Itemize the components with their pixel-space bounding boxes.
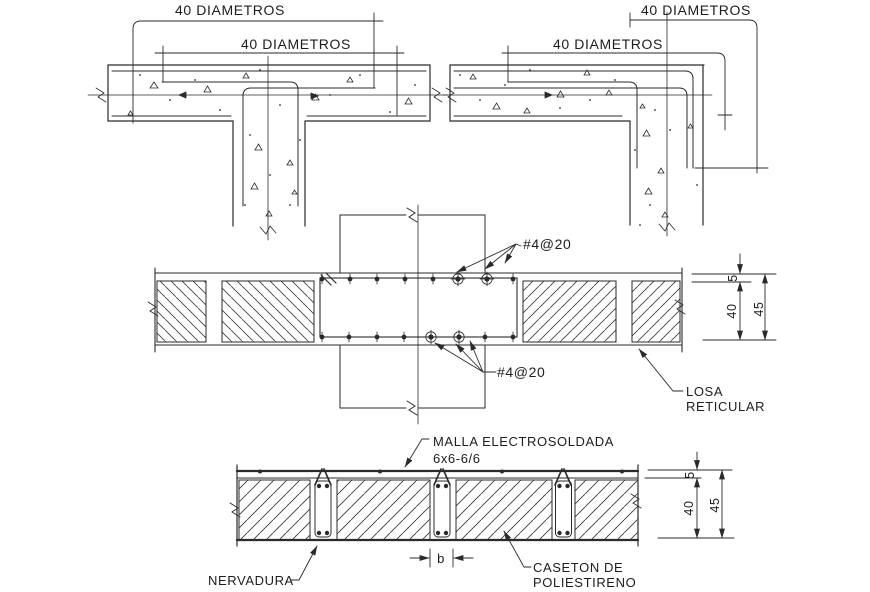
dim-label-outer: 40 DIAMETROS bbox=[175, 2, 285, 18]
dim-topping: 5 bbox=[726, 274, 740, 282]
rib-label: NERVADURA bbox=[208, 573, 294, 588]
dimension-40-diametros-outer bbox=[629, 12, 769, 174]
beam-band-hook-ticks bbox=[320, 272, 337, 286]
detail-waffle-section: #4@20 #4@20 LOSA RETICULAR 5 40 45 bbox=[147, 204, 777, 425]
dimension-depths: 5 40 45 bbox=[691, 253, 777, 341]
dimension-40-diametros-inner bbox=[501, 45, 733, 131]
beam-band-outline bbox=[319, 277, 518, 338]
dim-topping: 5 bbox=[683, 471, 697, 479]
centerlines bbox=[442, 11, 713, 237]
rebar bbox=[453, 70, 694, 169]
rib-stirrups bbox=[314, 468, 572, 538]
column-outline bbox=[232, 120, 306, 227]
dim-label-inner: 40 DIAMETROS bbox=[553, 36, 663, 52]
dimension-40-diametros-inner bbox=[154, 45, 405, 116]
detail-t-joint: 40 DIAMETROS 40 DIAMETROS bbox=[87, 2, 449, 241]
dim-rib-depth: 40 bbox=[725, 303, 739, 318]
upper-column bbox=[339, 207, 486, 274]
leader-top-bars bbox=[456, 243, 522, 273]
dim-total-depth: 45 bbox=[752, 301, 766, 316]
lower-column bbox=[339, 344, 486, 416]
losa-line1: LOSA bbox=[686, 384, 723, 399]
detail-rib-section: MALLA ELECTROSOLDADA 6x6-6/6 NERVADURA C… bbox=[208, 434, 735, 590]
rebar bbox=[111, 70, 427, 207]
dimension-rib-width: b bbox=[409, 548, 474, 568]
dim-label-outer: 40 DIAMETROS bbox=[641, 2, 751, 18]
leader-bottom-bars bbox=[434, 340, 497, 373]
leader-nervadura bbox=[290, 545, 318, 581]
dimension-40-diametros-outer bbox=[132, 12, 384, 124]
casetones-hatched bbox=[238, 479, 639, 541]
column-outline bbox=[629, 64, 704, 226]
casetones-hatched bbox=[156, 280, 681, 343]
slab-outline bbox=[107, 64, 431, 122]
block-label-line1: CASETON DE bbox=[533, 560, 623, 575]
centerlines bbox=[87, 55, 449, 241]
leader-malla bbox=[404, 438, 430, 468]
block-label-line2: POLIESTIRENO bbox=[533, 575, 636, 590]
mesh-label-line1: MALLA ELECTROSOLDADA bbox=[433, 434, 614, 449]
concrete-texture bbox=[459, 69, 698, 226]
mesh-dots bbox=[258, 469, 624, 474]
detail-corner-joint: 40 DIAMETROS 40 DIAMETROS bbox=[442, 2, 769, 237]
dim-total-depth: 45 bbox=[708, 497, 722, 512]
label-losa-reticular: LOSA RETICULAR bbox=[638, 348, 765, 414]
rebar-marks-top bbox=[319, 271, 516, 287]
mesh-label-line2: 6x6-6/6 bbox=[433, 451, 481, 466]
slab-outline bbox=[449, 64, 705, 122]
leader-caseton bbox=[503, 530, 532, 568]
dim-rib-depth: 40 bbox=[682, 500, 696, 515]
top-bars-label: #4@20 bbox=[523, 236, 571, 252]
dimension-depths: 5 40 45 bbox=[644, 451, 735, 539]
rebar-marks-bottom bbox=[319, 329, 516, 345]
bottom-bars-label: #4@20 bbox=[497, 364, 545, 380]
slab-outline bbox=[154, 267, 683, 353]
dim-label-inner: 40 DIAMETROS bbox=[241, 36, 351, 52]
rib-width-label: b bbox=[437, 551, 445, 566]
losa-line2: RETICULAR bbox=[686, 399, 765, 414]
concrete-texture bbox=[127, 69, 416, 217]
